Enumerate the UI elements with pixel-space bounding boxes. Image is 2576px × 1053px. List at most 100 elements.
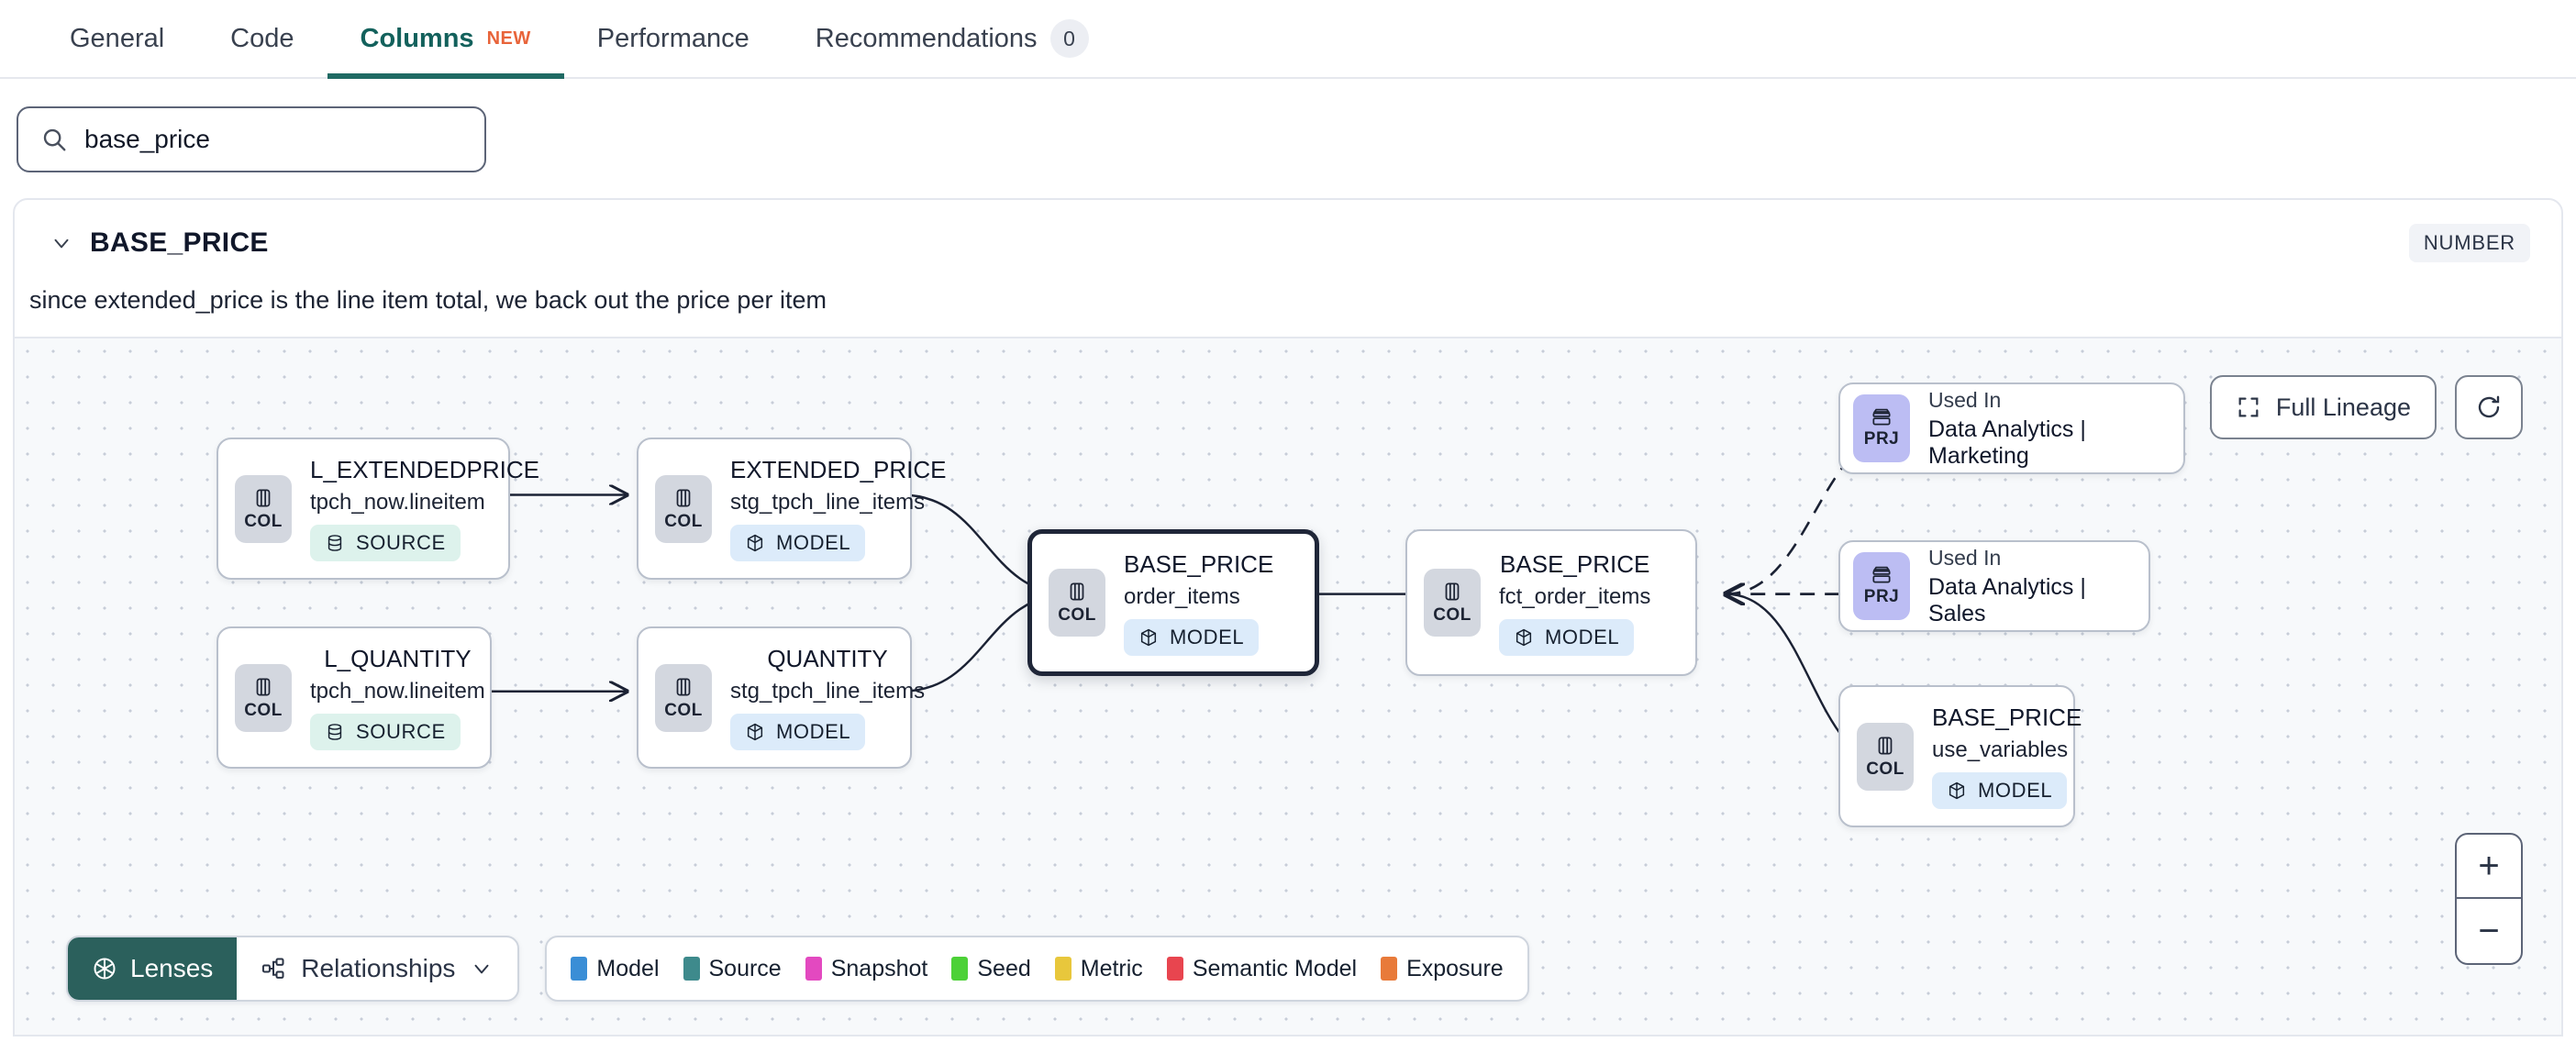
project-name: Data Analytics | Sales — [1928, 573, 2086, 626]
node-kind-label: MODEL — [776, 720, 851, 743]
search-input[interactable] — [84, 125, 462, 154]
tab-label: General — [70, 23, 165, 53]
refresh-icon — [2475, 393, 2503, 421]
legend-item-semantic-model: Semantic Model — [1166, 956, 1357, 982]
node-kind-label: MODEL — [1170, 625, 1245, 648]
legend-label: Metric — [1080, 955, 1143, 981]
col-icon: COL — [235, 663, 292, 732]
tab-new-badge: NEW — [486, 28, 531, 49]
cube-icon — [1949, 781, 1965, 800]
legend-label: Seed — [977, 955, 1031, 981]
node-title: QUANTITY — [767, 645, 888, 672]
recommendations-count-badge: 0 — [1049, 19, 1089, 58]
col-icon: COL — [1857, 722, 1914, 791]
column-panel: BASE_PRICE NUMBER since extended_price i… — [13, 198, 2563, 1036]
lenses-button[interactable]: Lenses — [68, 937, 238, 1000]
lineage-node-base-price-fct-order-items[interactable]: COL BASE_PRICE fct_order_items MODEL — [1405, 529, 1697, 676]
lineage-node-base-price-use-variables[interactable]: COL BASE_PRICE use_variables MODEL — [1838, 685, 2082, 827]
refresh-button[interactable] — [2455, 375, 2523, 439]
tab-code[interactable]: Code — [197, 0, 327, 77]
col-icon-label: COL — [664, 700, 703, 720]
tab-performance[interactable]: Performance — [564, 0, 783, 77]
database-icon — [328, 724, 342, 740]
legend-label: Snapshot — [830, 955, 928, 981]
node-subtitle: stg_tpch_line_items — [730, 679, 926, 704]
tab-recommendations[interactable]: Recommendations 0 — [783, 0, 1122, 77]
legend-swatch — [805, 957, 822, 981]
relationships-icon — [261, 956, 286, 981]
node-subtitle: tpch_now.lineitem — [310, 679, 485, 704]
prj-icon-label: PRJ — [1863, 587, 1900, 606]
lineage-node-l-quantity[interactable]: COL L_QUANTITY tpch_now.lineitem SOURCE — [217, 626, 492, 769]
col-icon: COL — [655, 474, 712, 543]
zoom-controls: + − — [2455, 833, 2523, 965]
search-box[interactable] — [17, 106, 486, 172]
node-subtitle: use_variables — [1932, 737, 2069, 762]
relationships-dropdown[interactable]: Relationships — [237, 937, 517, 1000]
column-type-badge: NUMBER — [2408, 224, 2530, 262]
node-kind-badge: MODEL — [1499, 618, 1635, 656]
zoom-in-button[interactable]: + — [2457, 835, 2521, 899]
col-icon-label: COL — [244, 511, 283, 531]
full-lineage-button[interactable]: Full Lineage — [2209, 375, 2437, 439]
node-title: BASE_PRICE — [1932, 704, 2082, 731]
node-title: L_QUANTITY — [324, 645, 472, 672]
chevron-down-icon — [470, 957, 494, 981]
col-icon: COL — [235, 474, 292, 543]
node-kind-label: SOURCE — [356, 720, 446, 743]
node-title: BASE_PRICE — [1500, 549, 1650, 578]
node-kind-badge: SOURCE — [310, 525, 461, 561]
lineage-node-quantity[interactable]: COL QUANTITY stg_tpch_line_items MODEL — [637, 626, 925, 769]
lineage-node-project-sales[interactable]: PRJ Used In Data Analytics | Sales — [1838, 540, 2150, 632]
lineage-node-base-price-order-items[interactable]: COL BASE_PRICE order_items MODEL — [1027, 529, 1319, 676]
chevron-down-icon[interactable] — [46, 227, 77, 259]
column-name: BASE_PRICE — [90, 227, 269, 258]
col-icon-label: COL — [1866, 759, 1904, 779]
node-kind-badge: MODEL — [1932, 772, 2068, 809]
node-kind-badge: MODEL — [1124, 618, 1260, 656]
legend-label: Source — [708, 955, 782, 981]
canvas-bottom-bar: Lenses Relationships — [66, 936, 1529, 1002]
tab-general[interactable]: General — [37, 0, 197, 77]
search-icon — [40, 126, 68, 153]
col-icon-label: COL — [1058, 605, 1096, 625]
legend-swatch — [683, 957, 700, 981]
cube-icon — [747, 723, 763, 741]
lenses-relationships-group: Lenses Relationships — [66, 936, 520, 1002]
tab-label: Performance — [596, 23, 749, 53]
node-title: L_EXTENDEDPRICE — [310, 456, 539, 483]
legend-swatch — [1166, 957, 1183, 981]
node-title: BASE_PRICE — [1124, 549, 1274, 578]
lineage-canvas[interactable]: COL L_EXTENDEDPRICE tpch_now.lineitem SO… — [15, 337, 2561, 1035]
cube-icon — [1140, 628, 1157, 646]
column-description: since extended_price is the line item to… — [29, 286, 827, 314]
node-kind-label: MODEL — [1978, 779, 2053, 802]
tab-columns[interactable]: Columns NEW — [327, 0, 564, 79]
legend-swatch — [1054, 957, 1071, 981]
prj-icon-label: PRJ — [1863, 429, 1900, 449]
used-in-label: Used In — [1928, 545, 2002, 570]
legend-item-exposure: Exposure — [1381, 956, 1504, 982]
lenses-label: Lenses — [130, 954, 214, 982]
legend-item-snapshot: Snapshot — [805, 955, 928, 982]
project-name: Data Analytics | Marketing — [1928, 416, 2086, 469]
tab-label: Code — [230, 23, 294, 53]
full-lineage-label: Full Lineage — [2275, 393, 2411, 421]
legend-swatch — [1381, 957, 1398, 981]
node-subtitle: tpch_now.lineitem — [310, 490, 485, 515]
lineage-node-extended-price[interactable]: COL EXTENDED_PRICE stg_tpch_line_items M… — [637, 438, 947, 580]
col-icon-label: COL — [664, 511, 703, 531]
lineage-node-project-marketing[interactable]: PRJ Used In Data Analytics | Marketing — [1838, 382, 2185, 474]
used-in-label: Used In — [1928, 387, 2002, 412]
node-kind-label: MODEL — [776, 531, 851, 554]
prj-icon: PRJ — [1853, 552, 1910, 620]
search-row — [0, 79, 2576, 198]
legend-swatch — [951, 957, 969, 981]
col-icon: COL — [655, 663, 712, 732]
legend-item-seed: Seed — [951, 955, 1031, 982]
col-icon-label: COL — [244, 700, 283, 720]
node-kind-label: SOURCE — [356, 531, 446, 554]
lineage-node-l-extendedprice[interactable]: COL L_EXTENDEDPRICE tpch_now.lineitem SO… — [217, 438, 539, 580]
legend-item-model: Model — [571, 956, 660, 982]
zoom-out-button[interactable]: − — [2478, 911, 2500, 951]
